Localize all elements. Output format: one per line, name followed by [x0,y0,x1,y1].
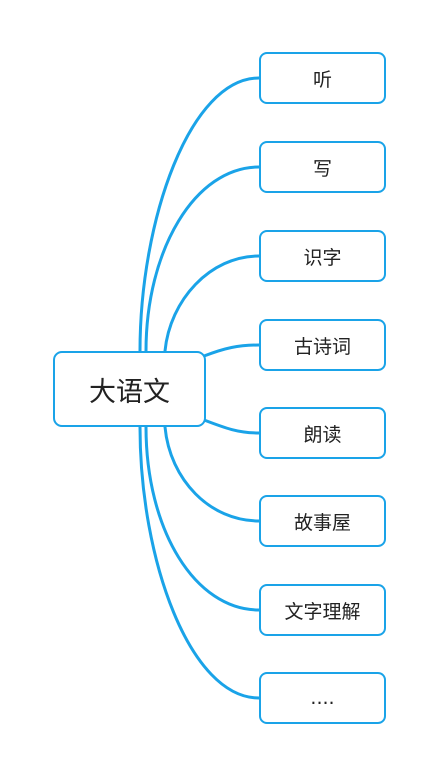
connector-xie [144,165,261,353]
branch-node-label: 写 [312,157,332,180]
branch-node-ting[interactable]: 听 [259,52,386,104]
branch-node-label: 朗读 [303,423,342,446]
branch-node-shizi[interactable]: 识字 [259,230,386,282]
connector-gushici [202,343,261,358]
connector-more [138,425,261,700]
branch-node-gushiwu[interactable]: 故事屋 [259,495,386,547]
connector-langdu [202,418,261,435]
connector-gushiwu [163,425,261,523]
branch-node-label: 故事屋 [293,511,351,534]
branch-node-label: .... [310,687,335,709]
branch-node-label: 文字理解 [284,600,361,623]
root-node[interactable]: 大语文 [53,351,206,427]
root-node-label: 大语文 [89,376,170,408]
branch-node-label: 识字 [303,246,342,269]
branch-node-more[interactable]: .... [259,672,386,724]
branch-node-label: 古诗词 [293,335,351,358]
branch-node-gushici[interactable]: 古诗词 [259,319,386,371]
connector-ting [138,76,261,353]
connector-shizi [163,254,261,353]
branch-node-xie[interactable]: 写 [259,141,386,193]
branch-node-label: 听 [312,68,332,91]
branch-node-wenzilijie[interactable]: 文字理解 [259,584,386,636]
branch-node-langdu[interactable]: 朗读 [259,407,386,459]
connector-wenzilijie [144,425,261,612]
